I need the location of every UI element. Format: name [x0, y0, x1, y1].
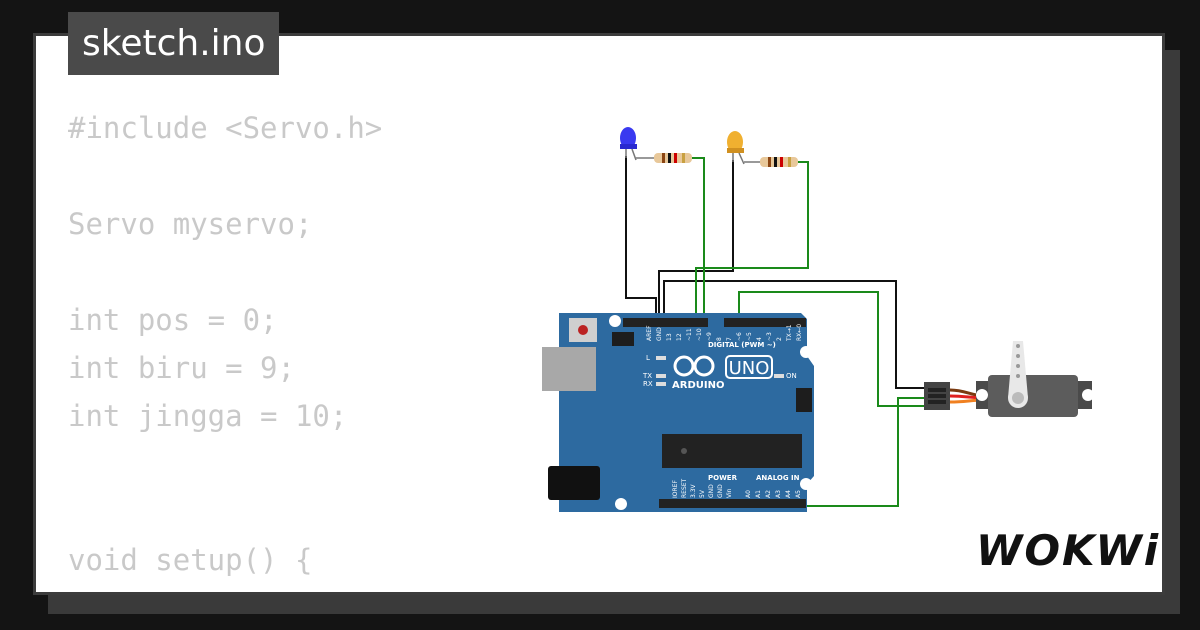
usb-port	[542, 347, 596, 391]
digital-label: DIGITAL (PWM ~)	[708, 341, 776, 349]
rx-label: RX	[643, 380, 653, 388]
pin-label: A0	[745, 490, 752, 498]
l-label: L	[646, 354, 650, 362]
pin-label: GND	[708, 484, 715, 498]
board-brand: ARDUINO	[672, 380, 724, 391]
pin-label: AREF	[646, 325, 653, 341]
pin-label: 4	[756, 337, 763, 341]
circuit-diagram: UNO ARDUINO DIGITAL (PWM ~) POWER ANALOG…	[542, 127, 1094, 512]
pin-label: A4	[785, 490, 792, 498]
pin-label: ~11	[686, 328, 693, 341]
power-jack	[548, 466, 600, 500]
blue-led[interactable]	[620, 127, 637, 161]
pin-label: ~5	[746, 332, 753, 341]
power-label: POWER	[708, 474, 738, 482]
pin-label: A3	[775, 490, 782, 498]
pin-label: RESET	[681, 478, 688, 498]
resistor-1[interactable]	[636, 153, 692, 163]
code-line: Servo myservo;	[68, 207, 313, 241]
pin-label: Vin	[726, 488, 733, 498]
analog-label: ANALOG IN	[756, 474, 800, 482]
pin-label: A1	[755, 490, 762, 498]
board-model: UNO	[729, 358, 770, 379]
code-line: void setup() {	[68, 543, 313, 577]
arduino-infinity-icon	[673, 355, 715, 377]
pin-label: IOREF	[672, 480, 679, 498]
on-label: ON	[786, 372, 797, 380]
pin-label: 8	[716, 337, 723, 341]
analog-header	[744, 499, 806, 508]
arduino-uno-board[interactable]: UNO ARDUINO DIGITAL (PWM ~) POWER ANALOG…	[542, 313, 814, 512]
servo-motor[interactable]	[924, 341, 1094, 417]
pin-label: GND	[717, 484, 724, 498]
pin-label: ~6	[736, 332, 743, 341]
resistor-2[interactable]	[744, 157, 798, 167]
pin-label: TX→1	[786, 324, 793, 342]
pin-label: ~3	[766, 332, 773, 341]
digital-header-1	[623, 318, 708, 327]
pin-label: GND	[656, 327, 663, 341]
pin-label: 2	[776, 337, 783, 341]
code-line: myservo.attach(3);	[68, 584, 417, 592]
code-line: int pos = 0;	[68, 303, 278, 337]
pin-label: 13	[666, 333, 673, 341]
tx-label: TX	[642, 372, 652, 380]
servo-horn[interactable]	[1008, 341, 1028, 398]
power-header	[659, 499, 744, 508]
pin-label: RX←0	[796, 324, 803, 341]
code-editor[interactable]: #include <Servo.h> Servo myservo; int pos …	[68, 104, 417, 592]
code-line: int jingga = 10;	[68, 399, 348, 433]
pin-label: A2	[765, 490, 772, 498]
pin-label: ~10	[696, 328, 703, 341]
code-line: #include <Servo.h>	[68, 111, 383, 145]
pin-label: 7	[726, 337, 733, 341]
digital-header-2	[724, 318, 806, 327]
preview-card: #include <Servo.h> Servo myservo; int pos …	[33, 33, 1165, 595]
file-tab[interactable]: sketch.ino	[68, 12, 280, 75]
pin-label: ~9	[706, 332, 713, 341]
pin-label: 5V	[699, 489, 706, 498]
wokwi-logo: WOKWi	[976, 526, 1161, 575]
orange-led[interactable]	[727, 131, 745, 165]
code-line: int biru = 9;	[68, 351, 295, 385]
pin-label: 12	[676, 333, 683, 341]
pin-label: A5	[795, 490, 802, 498]
wires-green	[691, 157, 924, 507]
pin-label: 3.3V	[690, 483, 697, 498]
